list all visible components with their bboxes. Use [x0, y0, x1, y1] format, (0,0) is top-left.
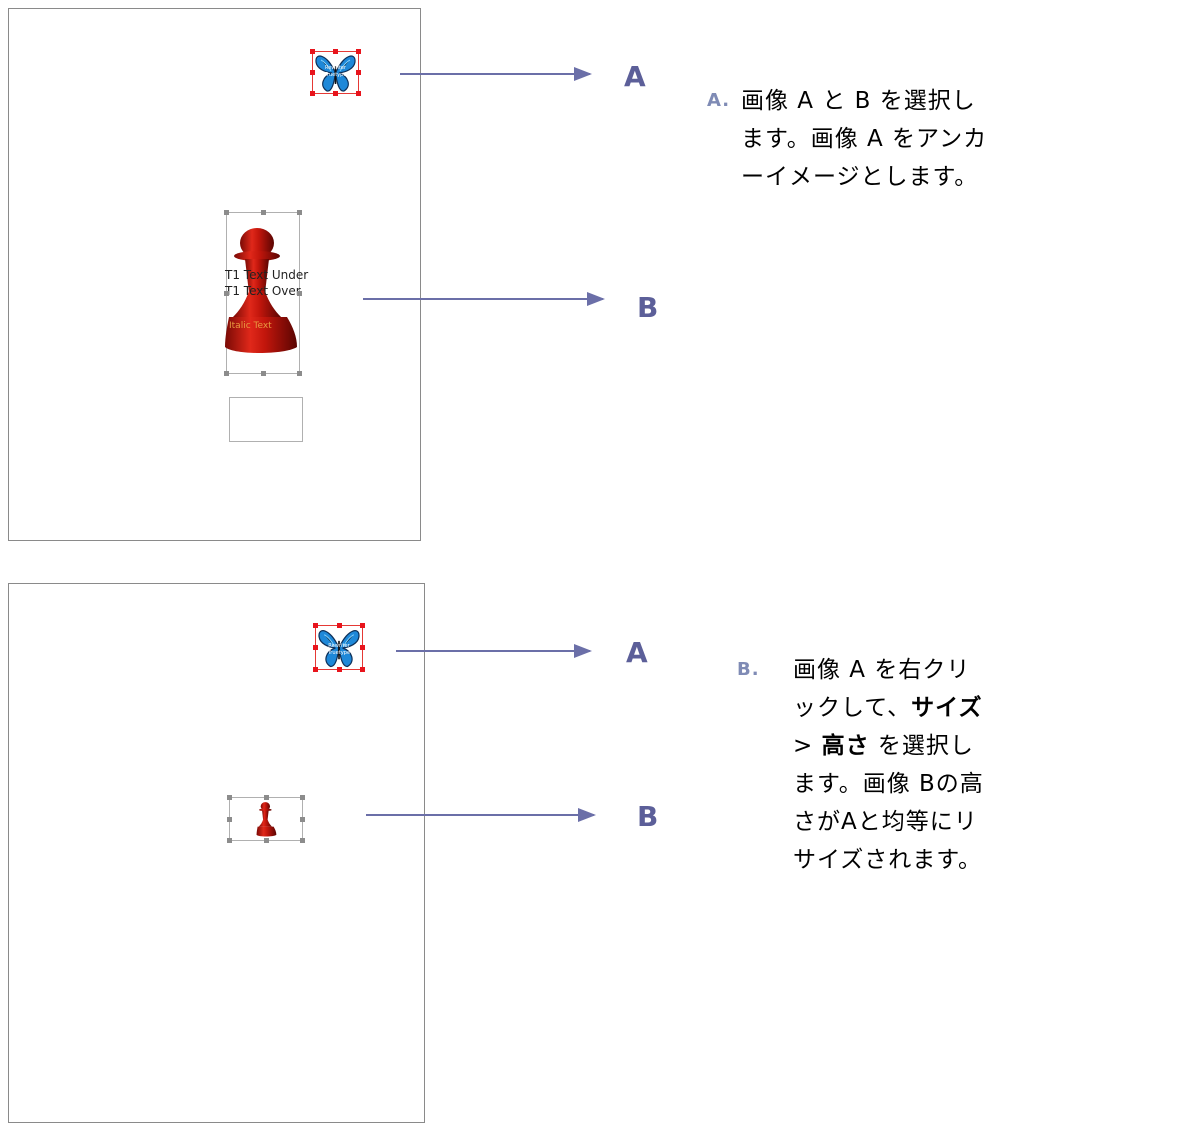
image-b-pawn-resized[interactable]: [229, 397, 303, 442]
image-a-butterfly-anchor[interactable]: Rewriter Truetype: [313, 623, 365, 672]
chess-pawn-icon: T1 Text Under T1 Text Over Italic Text: [224, 228, 308, 353]
menu-item-height: 高さ: [821, 733, 870, 759]
image-a-butterfly-selected[interactable]: Rewriter Truetype: [310, 49, 361, 96]
chess-pawn-icon: [256, 802, 277, 837]
step-a-marker: A.: [707, 90, 731, 111]
image-a-caption-2: Truetype: [324, 72, 347, 78]
document-page-top: [8, 8, 421, 541]
butterfly-icon: Rewriter Truetype: [318, 630, 360, 668]
image-a-caption-1: Rewriter: [328, 643, 350, 649]
arrow-to-a-bottom: [396, 644, 592, 658]
image-a-caption-2: Truetype: [327, 650, 350, 656]
step-a-text: 画像 A と B を選択します。画像 A をアンカーイメージとします。: [741, 88, 988, 190]
label-a-bottom: A: [626, 636, 648, 669]
label-b-top: B: [637, 291, 659, 324]
step-b-text-after: を選択します。画像 Bの高さがAと均等にリサイズされます。: [793, 733, 984, 873]
image-b-pawn-resized-box[interactable]: [227, 795, 305, 843]
image-b-pawn-selected[interactable]: T1 Text Under T1 Text Over Italic Text: [224, 210, 308, 376]
step-b-marker: B.: [737, 659, 760, 680]
step-b-text-before: 画像 A を右クリックして、: [793, 657, 971, 721]
document-page-bottom: [8, 583, 425, 1123]
image-b-caption-1: T1 Text Under: [224, 268, 308, 282]
image-b-caption-3: Italic Text: [229, 321, 272, 331]
arrow-to-b-bottom: [366, 808, 596, 822]
step-b-instruction: B. 画像 A を右クリックして、サイズ > 高さ を選択します。画像 Bの高さ…: [737, 649, 993, 879]
image-b-caption-2: T1 Text Over: [224, 284, 301, 298]
image-a-caption-1: Rewriter: [325, 65, 347, 71]
arrow-to-a-top: [400, 67, 592, 81]
arrow-to-b-top: [363, 292, 605, 306]
menu-separator: >: [793, 733, 822, 759]
label-a-top: A: [624, 60, 646, 93]
menu-item-size: サイズ: [911, 695, 983, 721]
step-b-text: 画像 A を右クリックして、サイズ > 高さ を選択します。画像 Bの高さがAと…: [793, 651, 993, 879]
butterfly-icon: Rewriter Truetype: [315, 55, 356, 92]
label-b-bottom: B: [637, 800, 659, 833]
step-a-instruction: A. 画像 A と B を選択します。画像 A をアンカーイメージとします。: [707, 80, 997, 196]
